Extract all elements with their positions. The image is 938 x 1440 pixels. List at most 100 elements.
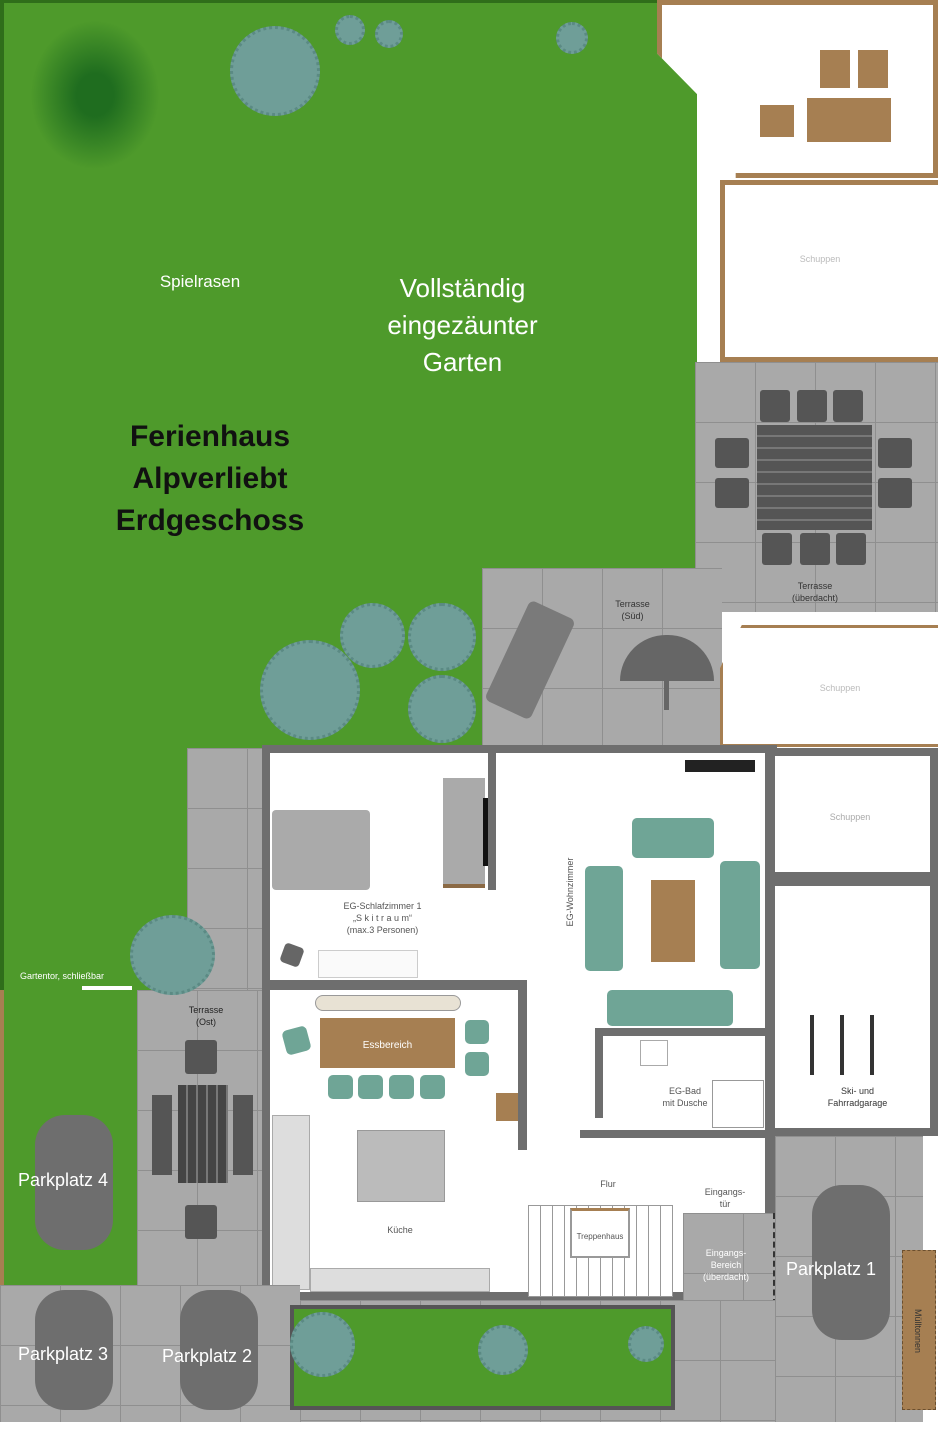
covered-terrace-label: Terrasse (überdacht) [770, 580, 860, 604]
parking-4-label: Parkplatz 4 [18, 1170, 109, 1190]
plan-element: EG-Schlafzimmer 1 [343, 901, 422, 911]
bicycle-icon [810, 1015, 895, 1075]
entry-area [683, 1213, 775, 1305]
plan-element [556, 22, 588, 54]
car-icon [180, 1290, 258, 1410]
plan-element: Bereich [710, 1260, 742, 1270]
plan-element [715, 478, 749, 508]
garden-gate-label: Gartentor, schließbar [20, 971, 105, 981]
plan-element [664, 680, 669, 710]
plan-element [272, 1115, 310, 1290]
chair [760, 105, 794, 137]
plan-element: Terrasse [188, 1005, 224, 1015]
shed-top [720, 180, 938, 362]
sofa [607, 990, 733, 1026]
plan-element [478, 1325, 528, 1375]
car-icon [812, 1185, 890, 1340]
picnic-table [178, 1085, 228, 1183]
play-lawn-label: Spielrasen [159, 272, 241, 291]
plan-element [595, 1028, 603, 1118]
plan-element [465, 1052, 489, 1076]
entry-area-label: Eingangs-Bereich(überdacht) [690, 1247, 762, 1283]
plan-element: Ferienhaus [129, 420, 291, 453]
kitchen-label: Küche [387, 1225, 413, 1235]
plan-element: Terrasse [797, 581, 833, 591]
chair [820, 50, 850, 88]
plan-element [230, 26, 320, 116]
south-terrace-label: Terrasse (Süd) [590, 598, 675, 622]
tv [685, 760, 755, 772]
plan-element: Ski- und [840, 1086, 875, 1096]
plan-element [628, 1326, 664, 1362]
sofa [585, 866, 623, 971]
plan-element [483, 798, 488, 866]
plan-element [836, 533, 866, 565]
plan-element [358, 1075, 383, 1099]
plan-element [640, 1040, 668, 1066]
parking-2-label: Parkplatz 2 [162, 1346, 253, 1366]
plan-element: Alpverliebt [132, 462, 288, 495]
dining-table [757, 425, 872, 530]
plan-element: Vollständig [399, 273, 526, 303]
plan-element [712, 1080, 764, 1128]
plan-element [389, 1075, 414, 1099]
stairs-label: Treppenhaus [576, 1232, 624, 1241]
plan-element: (max.3 Personen) [346, 925, 419, 935]
car-icon [35, 1115, 113, 1250]
plan-element [318, 950, 418, 978]
plan-element: (überdacht) [702, 1272, 750, 1282]
plan-element [878, 478, 912, 508]
plan-element [185, 1205, 217, 1239]
plan-element: mit Dusche [662, 1098, 708, 1108]
plan-element [152, 1095, 172, 1175]
plan-element [420, 1075, 445, 1099]
plan-element [340, 603, 405, 668]
plan-element: tür [719, 1199, 731, 1209]
shed-right [775, 748, 938, 880]
living-room-label: EG-Wohnzimmer [565, 857, 575, 927]
shed-mid-label: Schuppen [819, 683, 861, 693]
single-bed [443, 778, 485, 888]
ski-garage [775, 878, 938, 1136]
chair [858, 50, 888, 88]
plan-element [260, 640, 360, 740]
plan-element [488, 750, 496, 890]
plan-element [465, 1020, 489, 1044]
plan-element: eingezäunter [387, 310, 538, 340]
plan-element [335, 15, 365, 45]
plan-element: „S k i t r a u m“ [352, 913, 412, 923]
palm-icon [30, 20, 160, 170]
plan-element [595, 1028, 770, 1036]
plan-element: (überdacht) [791, 593, 839, 603]
parking-1-label: Parkplatz 1 [786, 1259, 877, 1279]
plan-element [496, 1093, 518, 1121]
plan-element [310, 1268, 490, 1292]
plan-element [765, 750, 775, 1300]
plan-element [408, 675, 476, 743]
plan-element: Eingangs- [704, 1187, 746, 1197]
plan-element: (Süd) [621, 611, 644, 621]
plan-element [185, 1040, 217, 1074]
plan-element [878, 438, 912, 468]
sofa [720, 861, 760, 969]
plan-element [262, 980, 527, 990]
kitchen-island [357, 1130, 445, 1202]
bins [902, 1250, 936, 1410]
shed-mid [720, 625, 938, 747]
plan-element [580, 1130, 770, 1138]
coffee-table [651, 880, 695, 962]
plan-element [130, 915, 215, 995]
garden-gate[interactable] [82, 986, 132, 990]
plan-element: (Ost) [196, 1017, 216, 1027]
plan-element: Erdgeschoss [115, 504, 305, 537]
bench [315, 995, 461, 1011]
plan-element [375, 20, 403, 48]
bins-label: Mülltonnen [913, 1308, 923, 1354]
plan-element: Terrasse [615, 599, 650, 609]
plan-element: Garten [422, 347, 503, 377]
bedroom-label: EG-Schlafzimmer 1 „S k i t r a u m“ (max.3… [320, 900, 445, 936]
